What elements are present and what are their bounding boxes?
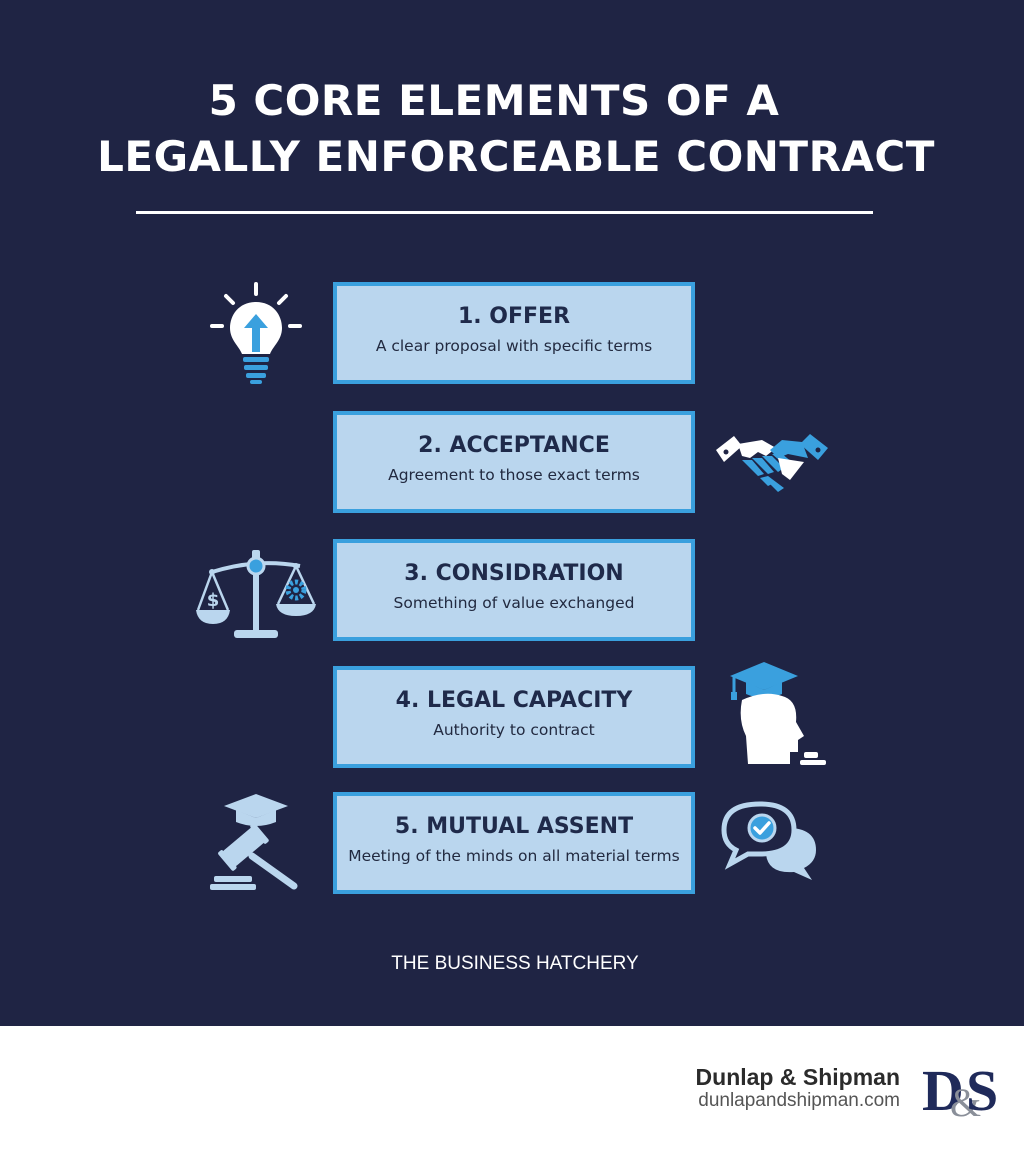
brand-url[interactable]: dunlapandshipman.com bbox=[698, 1090, 900, 1111]
svg-text:$: $ bbox=[207, 590, 220, 611]
element-description: Agreement to those exact terms bbox=[388, 466, 640, 484]
element-card-offer: 1. OFFER A clear proposal with specific … bbox=[333, 282, 695, 384]
element-heading: 2. ACCEPTANCE bbox=[418, 433, 610, 458]
scales-icon: $ bbox=[196, 550, 316, 638]
title-line-2: LEGALLY ENFORCEABLE CONTRACT bbox=[97, 132, 935, 181]
element-card-acceptance: 2. ACCEPTANCE Agreement to those exact t… bbox=[333, 411, 695, 513]
element-heading: 5. MUTUAL ASSENT bbox=[394, 814, 634, 839]
svg-text:&: & bbox=[950, 1080, 981, 1120]
element-heading: 1. OFFER bbox=[457, 304, 571, 329]
graduate-head-icon bbox=[730, 662, 826, 765]
svg-text:D: D bbox=[922, 1058, 964, 1120]
footer-label: THE BUSINESS HATCHERY bbox=[391, 953, 639, 974]
gavel-icon bbox=[210, 794, 298, 890]
handshake-icon bbox=[716, 434, 828, 492]
element-description: Meeting of the minds on all material ter… bbox=[348, 847, 680, 865]
chat-check-icon bbox=[721, 801, 816, 880]
element-card-mutual-assent: 5. MUTUAL ASSENT Meeting of the minds on… bbox=[333, 792, 695, 894]
title-line-1: 5 CORE ELEMENTS OF A bbox=[208, 76, 780, 125]
brand-name: Dunlap & Shipman bbox=[695, 1064, 900, 1090]
title-divider bbox=[136, 211, 873, 214]
element-card-consideration: 3. CONSIDRATION Something of value excha… bbox=[333, 539, 695, 641]
element-description: Authority to contract bbox=[433, 721, 595, 739]
svg-text:S: S bbox=[966, 1058, 998, 1120]
lightbulb-icon bbox=[210, 282, 302, 384]
element-description: Something of value exchanged bbox=[393, 594, 635, 612]
brand-logo: D & S bbox=[922, 1058, 998, 1120]
element-heading: 4. LEGAL CAPACITY bbox=[395, 688, 633, 713]
element-heading: 3. CONSIDRATION bbox=[404, 561, 624, 586]
element-card-legal-capacity: 4. LEGAL CAPACITY Authority to contract bbox=[333, 666, 695, 768]
infographic-panel: 5 CORE ELEMENTS OF A LEGALLY ENFORCEABLE… bbox=[0, 0, 1024, 1026]
element-description: A clear proposal with specific terms bbox=[375, 337, 653, 355]
